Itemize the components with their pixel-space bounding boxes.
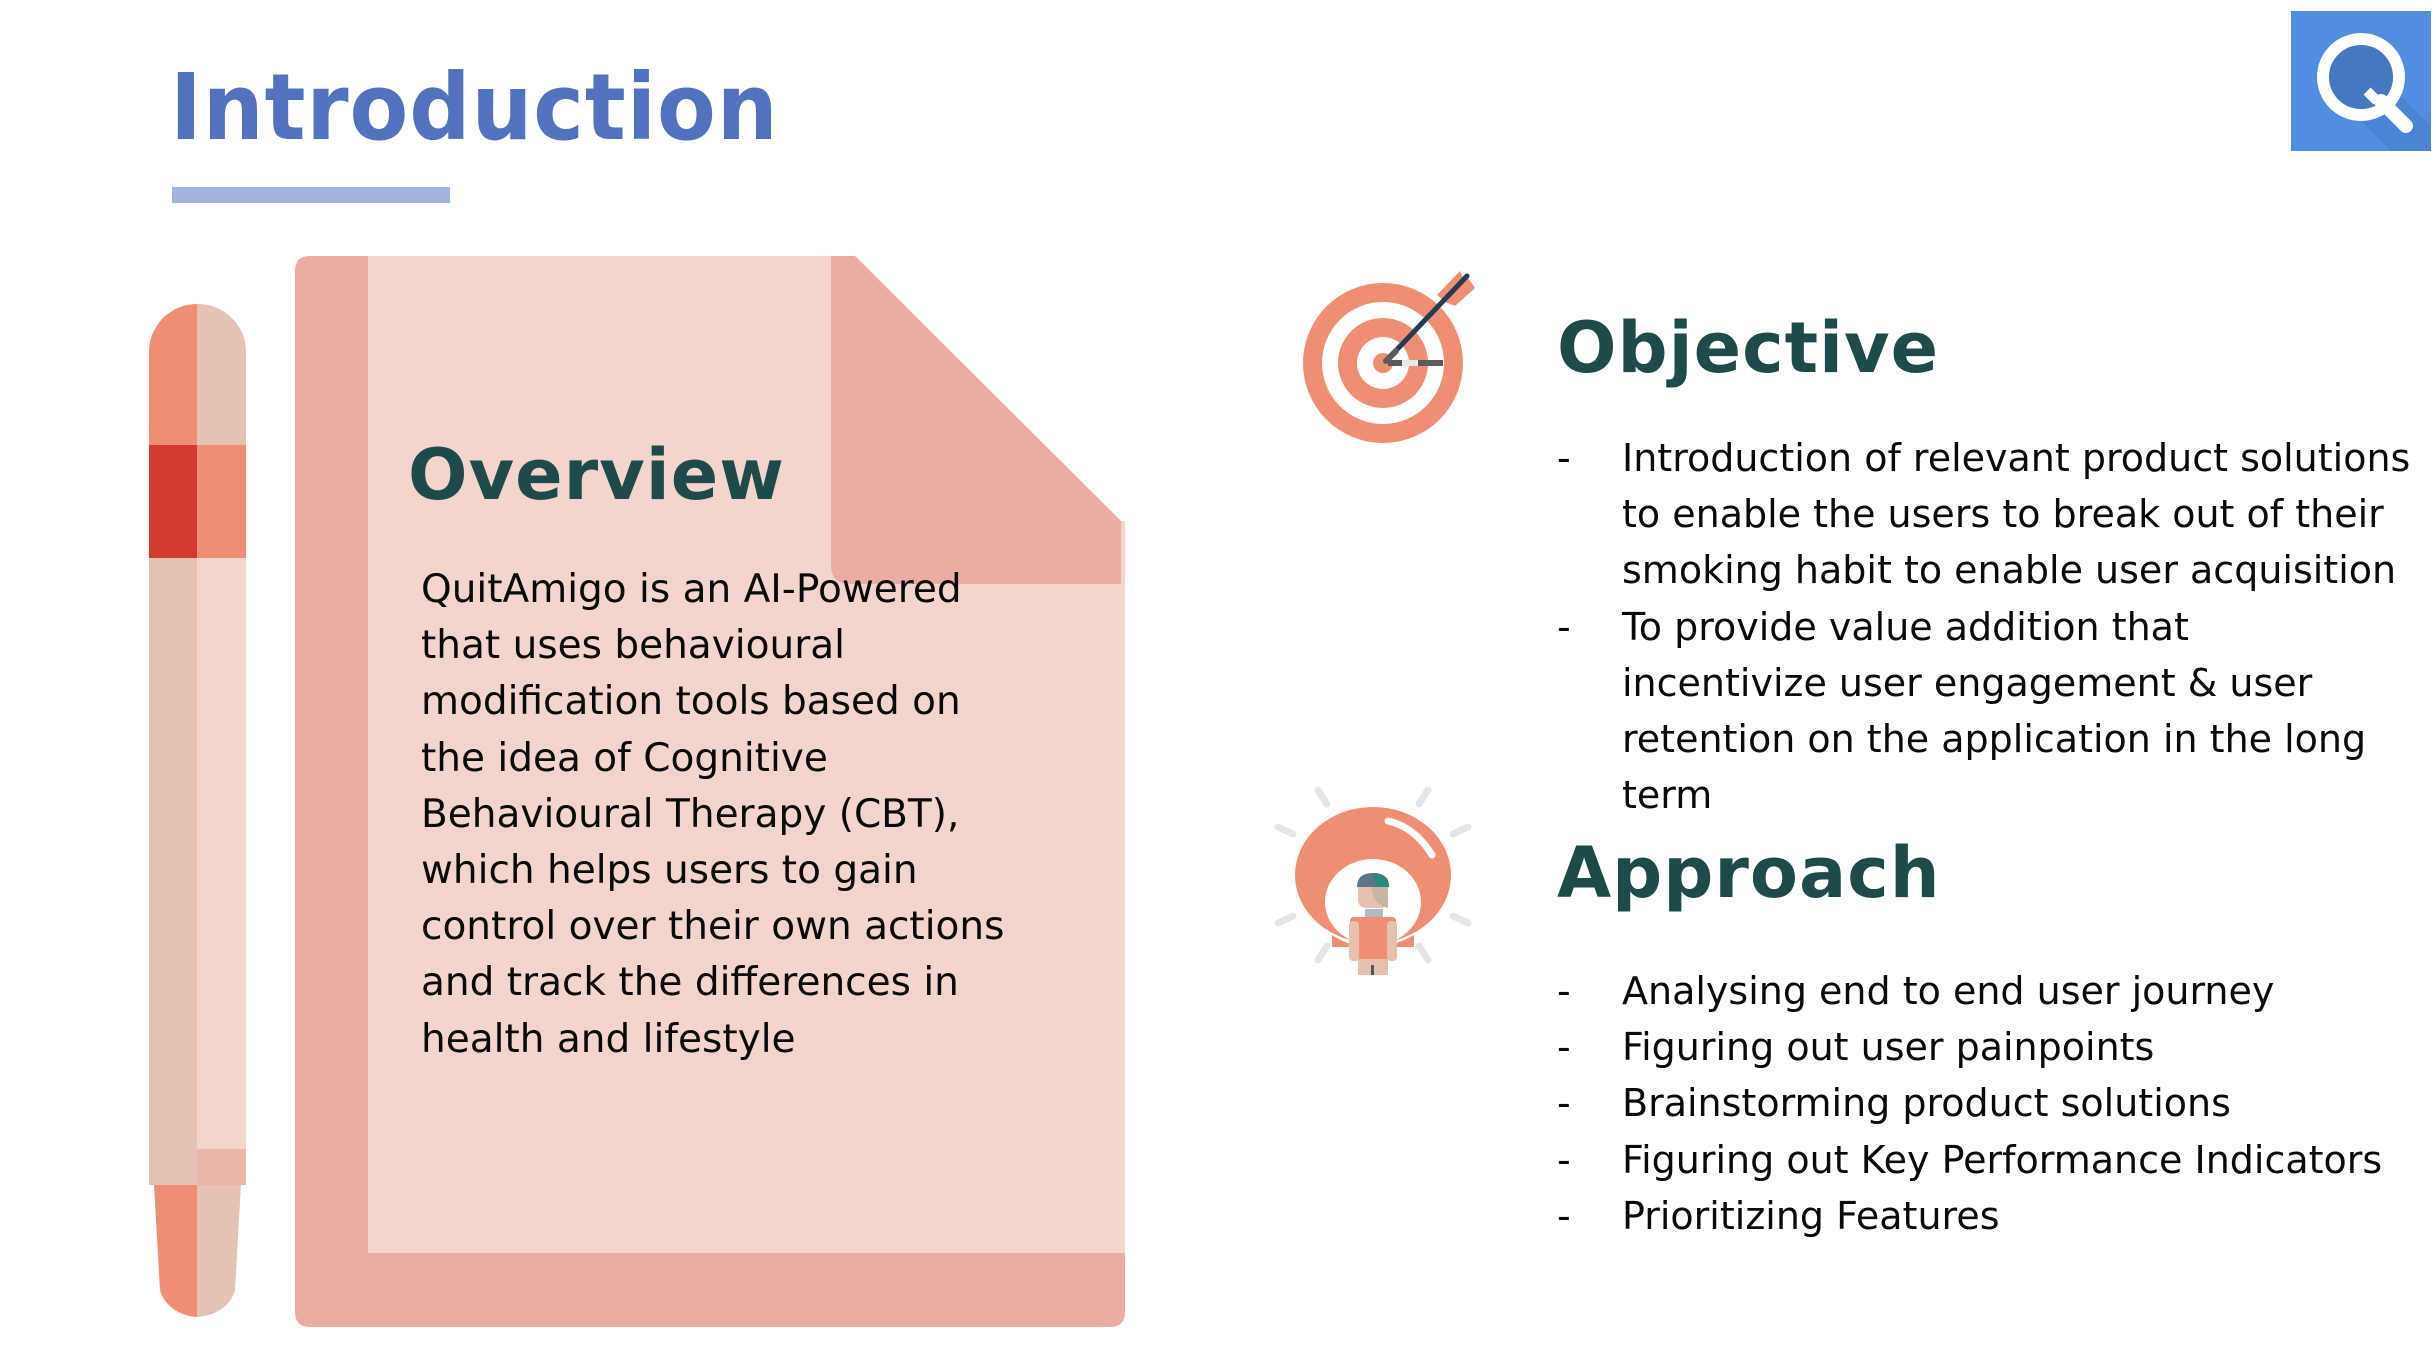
bullet-dash: - [1557, 1137, 1571, 1182]
objective-heading: Objective [1557, 307, 1940, 389]
approach-list: - Analysing end to end user journey - Fi… [1557, 963, 2417, 1244]
objective-item-line: retention on the application in the long [1622, 717, 2367, 762]
approach-item-text: Brainstorming product solutions [1622, 1081, 2231, 1126]
objective-item: - To provide value addition that incenti… [1557, 599, 2417, 824]
title-underline [172, 187, 450, 203]
approach-item-text: Figuring out user painpoints [1622, 1025, 2155, 1070]
overview-line: and track the differences in [421, 960, 959, 1006]
overview-line: health and lifestyle [421, 1016, 796, 1062]
bullet-dash: - [1557, 436, 1571, 480]
overview-heading: Overview [408, 434, 785, 516]
overview-line: that uses behavioural [421, 623, 845, 669]
overview-line: Behavioural Therapy (CBT), [421, 791, 960, 837]
approach-item: - Prioritizing Features [1557, 1188, 2417, 1244]
overview-line: modification tools based on [421, 679, 961, 725]
slide-title: Introduction [170, 54, 779, 161]
overview-line: QuitAmigo is an AI-Powered [421, 567, 962, 612]
objective-item-line: Introduction of relevant product solutio… [1622, 436, 2411, 480]
overview-body: QuitAmigo is an AI-Powered that uses beh… [421, 562, 1021, 1068]
objective-list: - Introduction of relevant product solut… [1557, 430, 2417, 823]
objective-item: - Introduction of relevant product solut… [1557, 430, 2417, 599]
bullet-dash: - [1557, 1025, 1571, 1070]
pen-illustration [140, 300, 255, 1325]
bullet-dash: - [1557, 1081, 1571, 1126]
target-arrow-icon [1300, 250, 1520, 450]
overview-line: the idea of Cognitive [421, 735, 828, 781]
approach-item-text: Analysing end to end user journey [1622, 969, 2275, 1013]
objective-item-line: to enable the users to break out of thei… [1622, 492, 2384, 537]
overview-line: which helps users to gain [421, 848, 918, 894]
approach-item-text: Figuring out Key Performance Indicators [1622, 1137, 2383, 1182]
bullet-dash: - [1557, 1193, 1571, 1238]
approach-heading: Approach [1557, 832, 1941, 914]
approach-item: - Figuring out user painpoints [1557, 1019, 2417, 1075]
document-illustration [290, 250, 1130, 1335]
lightbulb-person-icon [1270, 775, 1490, 990]
quitamigo-logo-icon [2291, 11, 2431, 151]
bullet-dash: - [1557, 604, 1571, 649]
approach-item: - Figuring out Key Performance Indicator… [1557, 1132, 2417, 1188]
approach-item: - Analysing end to end user journey [1557, 963, 2417, 1019]
approach-item-text: Prioritizing Features [1622, 1193, 2000, 1238]
objective-item-line: smoking habit to enable user acquisition [1622, 548, 2397, 593]
objective-item-line: To provide value addition that [1622, 604, 2189, 649]
overview-line: control over their own actions [421, 904, 1005, 950]
approach-item: - Brainstorming product solutions [1557, 1075, 2417, 1131]
objective-item-line: term [1622, 773, 1713, 818]
bullet-dash: - [1557, 969, 1571, 1013]
objective-item-line: incentivize user engagement & user [1622, 660, 2313, 705]
